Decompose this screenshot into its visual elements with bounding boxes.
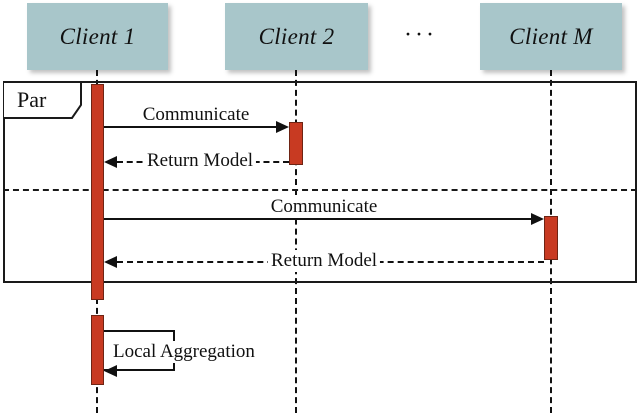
arrowhead-communicate-1 — [276, 121, 289, 133]
participant-client-1: Client 1 — [27, 3, 168, 70]
par-fragment-frame — [3, 81, 637, 283]
participant-client-2: Client 2 — [225, 3, 368, 70]
arrowhead-return-model-2 — [104, 256, 117, 268]
participant-label: Client 2 — [258, 23, 335, 49]
lifeline-client-2 — [295, 70, 297, 413]
arrowhead-return-model-1 — [104, 156, 117, 168]
participant-label: Client 1 — [59, 23, 136, 49]
par-operator-label: Par — [17, 87, 47, 112]
arrowhead-communicate-2 — [531, 213, 544, 225]
arrowhead-local-aggregation — [104, 365, 117, 377]
message-line-communicate-1 — [104, 126, 276, 128]
par-operator-tab: Par — [3, 81, 85, 121]
participants-ellipsis: ··· — [404, 22, 437, 48]
message-label-return-model-2: Return Model — [267, 250, 381, 272]
message-label-return-model-1: Return Model — [143, 150, 257, 172]
message-label-communicate-1: Communicate — [139, 104, 253, 126]
activation-bar-client-1-main — [91, 84, 104, 300]
message-label-communicate-2: Communicate — [267, 196, 381, 218]
par-fragment-divider — [3, 189, 637, 191]
activation-bar-client-1-aggregate — [91, 315, 104, 385]
message-line-communicate-2 — [104, 218, 531, 220]
activation-bar-client-2 — [289, 122, 303, 165]
participant-client-m: Client M — [480, 3, 622, 70]
activation-bar-client-m — [544, 216, 558, 260]
participant-label: Client M — [509, 23, 593, 49]
message-label-local-aggregation: Local Aggregation — [110, 341, 258, 363]
par-tab-shape — [3, 81, 82, 119]
